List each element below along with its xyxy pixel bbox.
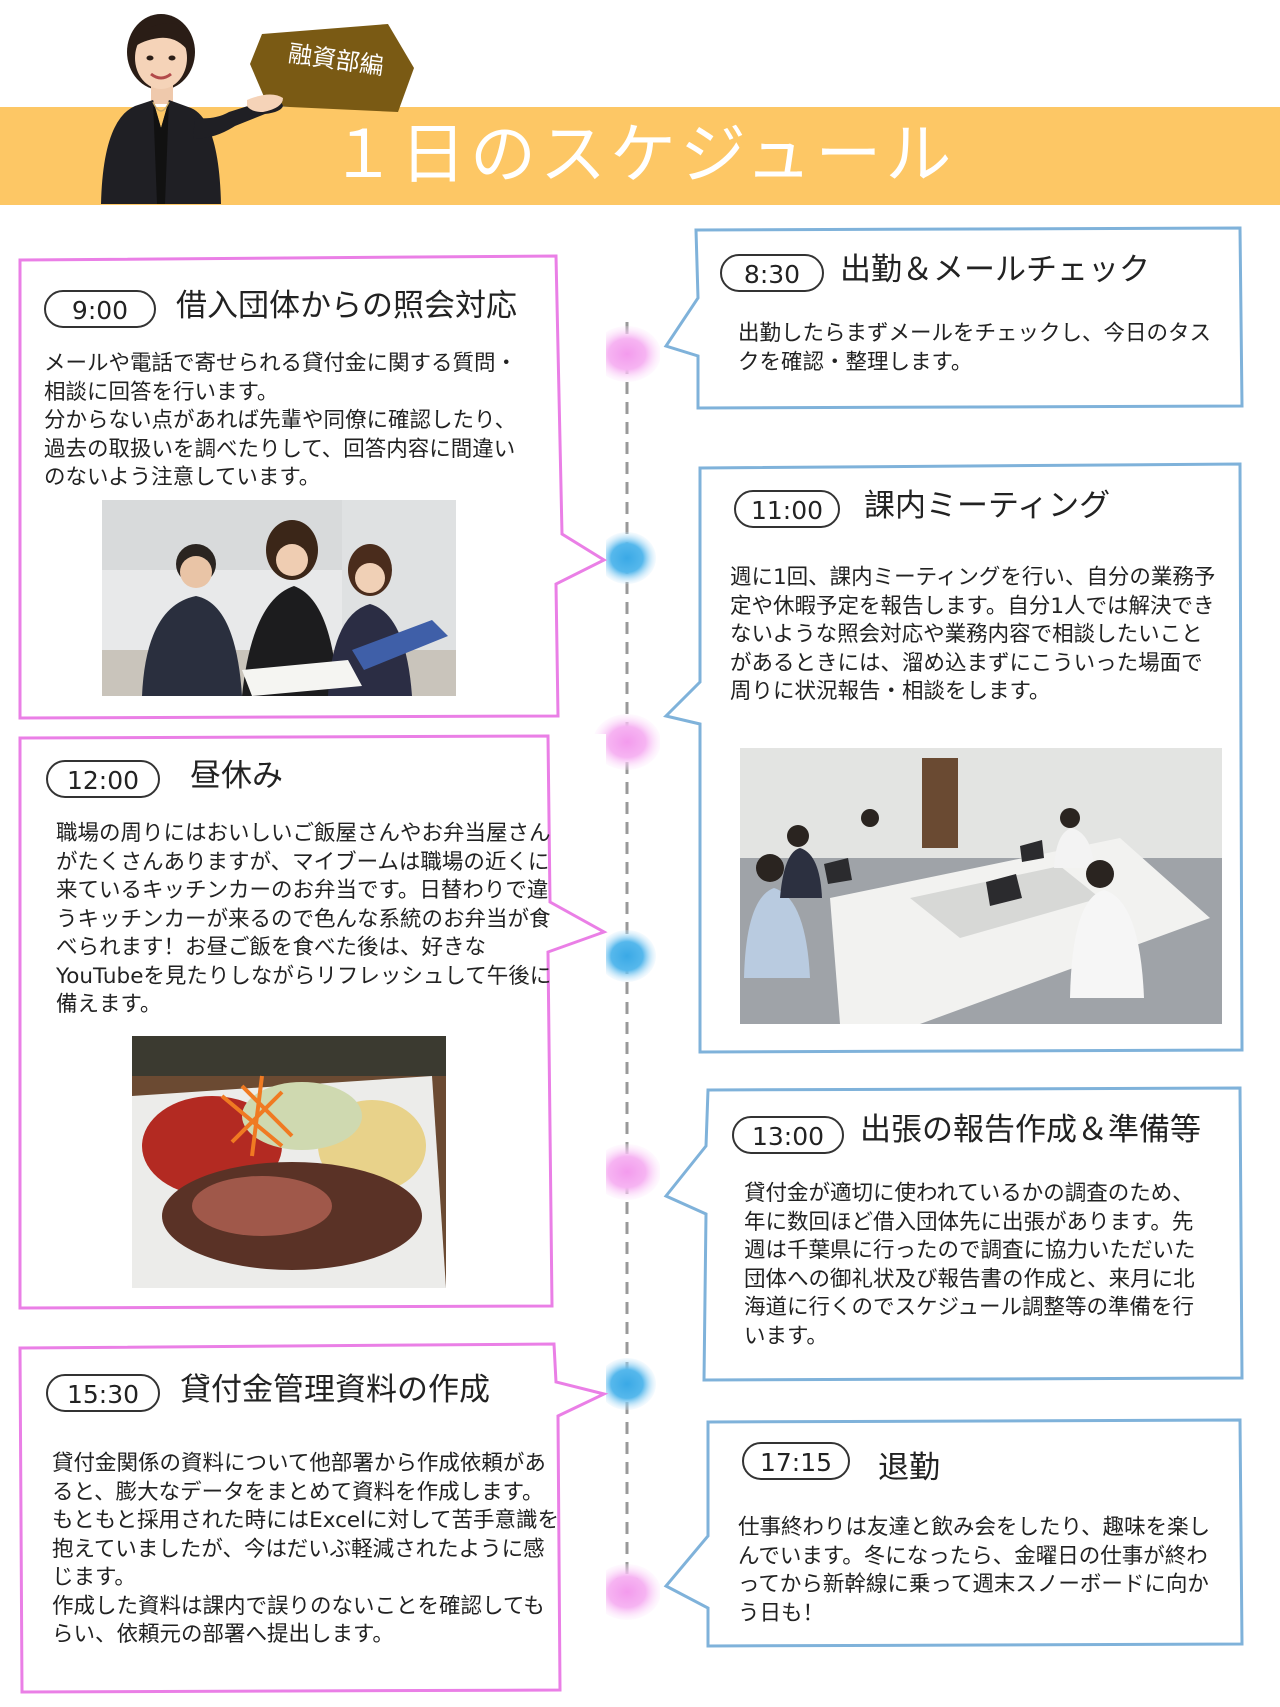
time-badge: 11:00: [734, 490, 840, 528]
schedule-card-1300: 13:00 出張の報告作成＆準備等 貸付金が適切に使われているかの調査のため、年…: [660, 1086, 1245, 1382]
page-title: １日のスケジュール: [330, 116, 956, 193]
card-body: 週に1回、課内ミーティングを行い、自分の業務予定や休暇予定を報告します。自分1人…: [730, 565, 1216, 704]
card-frame: [18, 1342, 609, 1694]
card-body: 貸付金関係の資料について他部署から作成依頼があると、膨大なデータをまとめて資料を…: [52, 1451, 559, 1647]
time-badge: 17:15: [742, 1442, 850, 1480]
card-title: 昼休み: [190, 758, 283, 794]
office-consultation-photo: [102, 500, 456, 696]
section-tag-badge: [250, 24, 414, 112]
schedule-card-0830: 8:30 出勤＆メールチェック 出勤したらまずメールをチェックし、今日のタスクを…: [660, 226, 1245, 412]
timeline-dot-0830: [593, 326, 661, 382]
card-body: 仕事終わりは友達と飲み会をしたり、趣味を楽しんでいます。冬になったら、金曜日の仕…: [738, 1515, 1211, 1626]
card-body: 職場の周りにはおいしいご飯屋さんやお弁当屋さんがたくさんありますが、マイブームは…: [56, 821, 552, 1017]
time-badge: 9:00: [44, 290, 156, 328]
timeline-dot-1715: [593, 1564, 661, 1620]
staff-portrait: [101, 14, 283, 204]
lunch-bento-photo: [132, 1036, 446, 1288]
time-badge: 15:30: [46, 1374, 160, 1412]
time-badge: 8:30: [720, 254, 824, 292]
time-badge: 13:00: [732, 1116, 844, 1154]
card-title: 退勤: [878, 1450, 940, 1486]
card-title: 出張の報告作成＆準備等: [860, 1112, 1201, 1148]
card-frame: [663, 1086, 1244, 1382]
card-title: 貸付金管理資料の作成: [180, 1372, 490, 1408]
schedule-card-1715: 17:15 退勤 仕事終わりは友達と飲み会をしたり、趣味を楽しんでいます。冬にな…: [660, 1418, 1245, 1650]
schedule-card-1100: 11:00 課内ミーティング 週に1回、課内ミーティングを行い、自分の業務予定や…: [660, 462, 1245, 1054]
timeline-dot-1300: [593, 1144, 661, 1200]
time-badge: 12:00: [46, 760, 160, 798]
card-title: 出勤＆メールチェック: [840, 252, 1150, 288]
card-body: 貸付金が適切に使われているかの調査のため、年に数回ほど借入団体先に出張があります…: [744, 1181, 1196, 1349]
card-body: メールや電話で寄せられる貸付金に関する質問・相談に回答を行います。 分からない点…: [44, 351, 518, 490]
schedule-card-1530: 15:30 貸付金管理資料の作成 貸付金関係の資料について他部署から作成依頼があ…: [16, 1342, 609, 1694]
timeline-dot-1530: [598, 1358, 656, 1410]
card-title: 課内ミーティング: [864, 488, 1111, 524]
team-meeting-photo: [740, 748, 1222, 1024]
schedule-card-1200: 12:00 昼休み 職場の周りにはおいしいご飯屋さんやお弁当屋さんがたくさんあり…: [16, 734, 608, 1310]
card-title: 借入団体からの照会対応: [176, 288, 517, 324]
card-body: 出勤したらまずメールをチェックし、今日のタスクを確認・整理します。: [738, 321, 1212, 375]
timeline-dot-1200: [598, 930, 656, 982]
timeline-dot-0900: [598, 532, 656, 584]
schedule-card-0900: 9:00 借入団体からの照会対応 メールや電話で寄せられる貸付金に関する質問・相…: [16, 254, 608, 720]
timeline-dot-1100: [593, 714, 661, 770]
